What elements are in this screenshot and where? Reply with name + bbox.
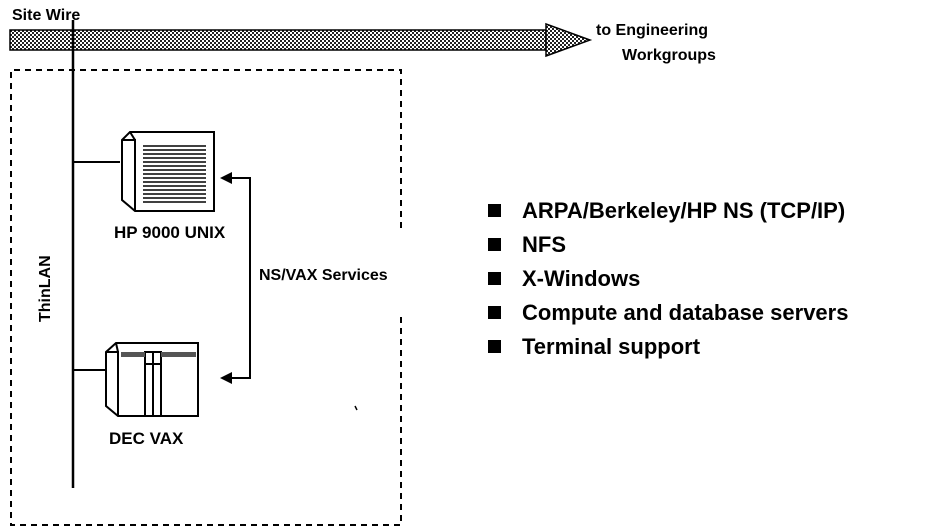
list-item: X-Windows (488, 262, 848, 296)
list-item: NFS (488, 228, 848, 262)
list-item: Terminal support (488, 330, 848, 364)
feature-list: ARPA/Berkeley/HP NS (TCP/IP) NFS X-Windo… (488, 194, 848, 364)
hp9000-label: HP 9000 UNIX (114, 223, 226, 242)
list-item: ARPA/Berkeley/HP NS (TCP/IP) (488, 194, 848, 228)
decvax-label: DEC VAX (109, 429, 184, 448)
feature-text: NFS (522, 232, 566, 257)
bullet-square-icon (488, 272, 501, 285)
services-label: NS/VAX Services (259, 267, 388, 284)
feature-text: Terminal support (522, 334, 701, 359)
site-boundary (10, 69, 402, 526)
bullet-square-icon (488, 306, 501, 319)
bullet-square-icon (488, 204, 501, 217)
feature-text: X-Windows (522, 266, 641, 291)
arrow-to-hp9000 (220, 172, 232, 184)
destination-label-line1: to Engineering (596, 22, 708, 39)
services-bracket (228, 177, 251, 379)
bullet-square-icon (488, 340, 501, 353)
bullet-square-icon (488, 238, 501, 251)
destination-label-line2: Workgroups (622, 47, 716, 64)
thinlan-label: ThinLAN (37, 255, 54, 322)
feature-text: ARPA/Berkeley/HP NS (TCP/IP) (522, 198, 846, 223)
site-wire-arrow (9, 22, 593, 58)
feature-text: Compute and database servers (522, 300, 849, 325)
server-tower-icon (121, 131, 215, 212)
site-wire-label: Site Wire (12, 7, 80, 24)
list-item: Compute and database servers (488, 296, 848, 330)
scan-speck (354, 405, 358, 411)
arrow-to-decvax (220, 372, 232, 384)
minicomputer-cabinet-icon (105, 342, 199, 417)
